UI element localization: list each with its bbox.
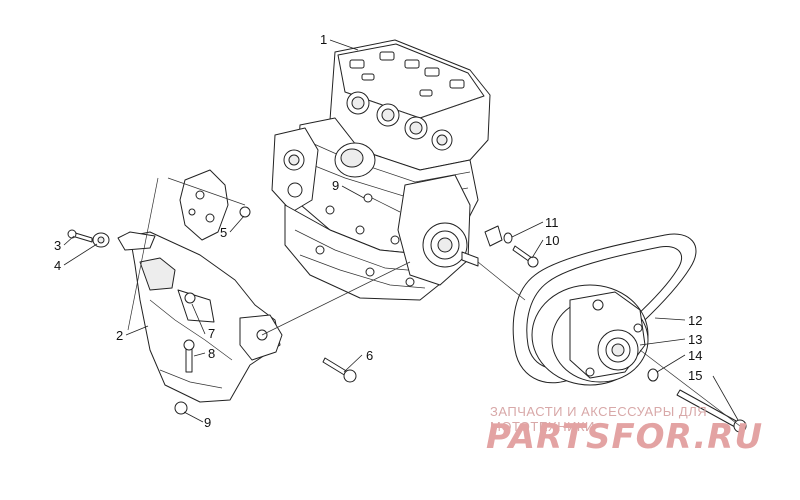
fasteners: [67, 193, 747, 433]
callout-labels: 1 2 3 4 5 6 7 8 9 9 10 11 12 13 14 15: [54, 32, 702, 430]
drive-clutch: [531, 284, 649, 386]
callout-8: 8: [208, 346, 215, 361]
callout-15: 15: [688, 368, 702, 383]
callout-10: 10: [545, 233, 559, 248]
callout-14: 14: [688, 348, 702, 363]
callout-11: 11: [545, 215, 559, 230]
watermark-logo: PARTSFOR.RU: [486, 417, 764, 457]
callout-9-upper: 9: [332, 178, 339, 193]
engine-mount-bracket: [117, 231, 283, 403]
callout-2: 2: [116, 328, 123, 343]
engine-assembly: [271, 39, 503, 301]
callout-12: 12: [688, 313, 702, 328]
watermark-caption: ЗАПЧАСТИ И АКСЕССУАРЫ ДЛЯ МОТОТЕХНИКИ: [490, 404, 708, 434]
callout-3: 3: [54, 238, 61, 253]
callout-13: 13: [688, 332, 702, 347]
callout-5: 5: [220, 225, 227, 240]
upper-bracket: [179, 169, 229, 241]
intake-ports: [346, 91, 453, 151]
callout-4: 4: [54, 258, 61, 273]
callout-1: 1: [320, 32, 327, 47]
assembly-lines: [127, 177, 741, 427]
callout-7: 7: [208, 326, 215, 341]
callout-9-lower: 9: [204, 415, 211, 430]
cam-cover-details: [349, 51, 465, 97]
callout-leaders: [63, 39, 739, 423]
callout-6: 6: [366, 348, 373, 363]
